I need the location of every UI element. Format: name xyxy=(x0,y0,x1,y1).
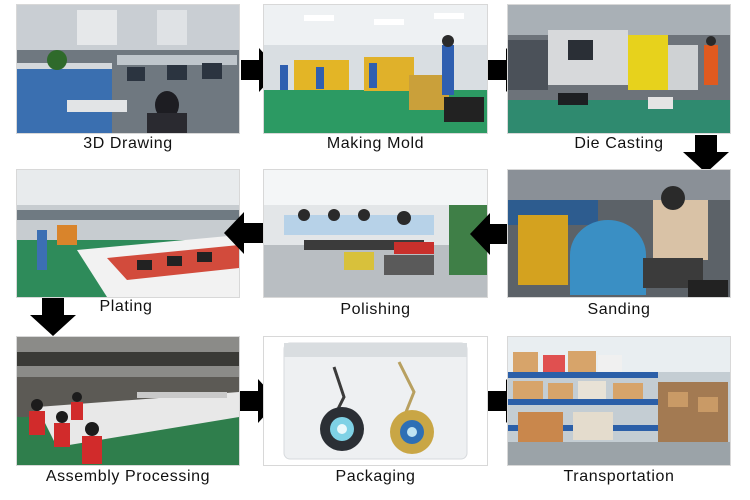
arrow-right-icon xyxy=(488,379,526,423)
step-label-assembly-processing: Assembly Processing xyxy=(45,468,211,485)
photo-3d-drawing xyxy=(17,5,239,133)
step-label-3d-drawing: 3D Drawing xyxy=(83,135,173,152)
photo-plating xyxy=(17,170,239,297)
photo-making-mold xyxy=(264,5,487,133)
arrow-down-icon xyxy=(683,135,729,173)
step-label-die-casting: Die Casting xyxy=(574,135,664,152)
step-label-making-mold: Making Mold xyxy=(326,135,425,152)
arrow-left-icon xyxy=(470,213,510,255)
photo-assembly-processing xyxy=(17,337,239,465)
step-label-packaging: Packaging xyxy=(335,468,416,485)
photo-sanding xyxy=(508,170,730,297)
step-label-plating: Plating xyxy=(99,298,153,315)
photo-packaging xyxy=(264,337,487,465)
step-label-polishing: Polishing xyxy=(340,301,411,318)
photo-transportation xyxy=(508,337,730,465)
arrow-left-icon xyxy=(224,212,264,254)
photo-die-casting xyxy=(508,5,730,133)
arrow-right-icon xyxy=(240,379,278,423)
photo-polishing xyxy=(264,170,487,297)
step-label-transportation: Transportation xyxy=(563,468,675,485)
arrow-right-icon xyxy=(241,48,279,92)
arrow-right-icon xyxy=(488,48,526,92)
arrow-down-icon xyxy=(30,298,76,336)
step-label-sanding: Sanding xyxy=(587,301,651,318)
